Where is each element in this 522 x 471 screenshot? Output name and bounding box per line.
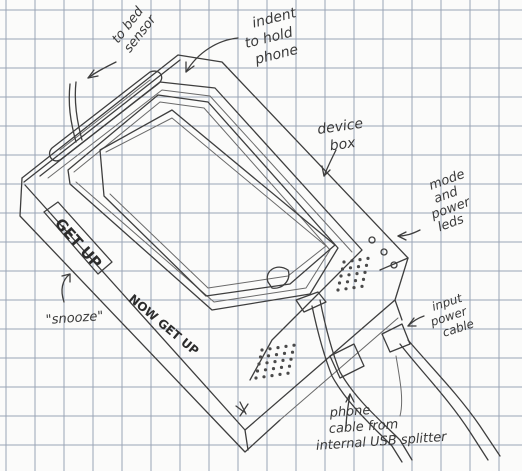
svg-text:phone cable from i: phone cable from internal USB splitter <box>313 398 448 454</box>
speaker-hole <box>346 280 349 283</box>
speaker-hole <box>341 267 344 270</box>
label-get-up: GET UP <box>51 215 105 273</box>
svg-text:input power cable: input power cable <box>423 290 476 343</box>
speaker-hole <box>264 368 267 371</box>
speaker-hole <box>350 259 353 262</box>
speaker-hole <box>281 359 284 362</box>
label-snooze: "snooze" <box>45 309 104 328</box>
cables <box>69 82 500 462</box>
speaker-hole <box>338 281 341 284</box>
speaker-hole <box>344 287 347 290</box>
speaker-hole <box>270 374 273 377</box>
speaker-hole <box>288 365 291 368</box>
speaker-hole <box>292 344 295 347</box>
speaker-hole <box>275 353 278 356</box>
phone-indent <box>68 95 338 312</box>
speaker-hole <box>365 264 368 267</box>
svg-text:to bed sensor: to bed sensor <box>109 1 161 56</box>
speaker-hole <box>347 273 350 276</box>
speaker-hole <box>352 286 355 289</box>
speaker-hole <box>276 346 279 349</box>
speaker-hole <box>257 362 260 365</box>
speaker-hole <box>265 361 268 364</box>
speaker-hole <box>354 279 357 282</box>
speaker-hole <box>273 360 276 363</box>
speaker-hole <box>272 367 275 370</box>
svg-text:mode and power: mode and power leds <box>419 165 485 236</box>
speaker-hole <box>362 278 365 281</box>
speaker-hole <box>286 372 289 375</box>
label-device-1: device <box>316 116 364 138</box>
speaker-hole <box>284 345 287 348</box>
svg-text:indent to hold pho: indent to hold phone <box>239 4 311 69</box>
speaker-hole <box>283 352 286 355</box>
speaker-hole <box>254 376 257 379</box>
speaker-hole <box>339 274 342 277</box>
speaker-hole <box>260 348 263 351</box>
speaker-hole <box>267 354 270 357</box>
speaker-hole <box>363 271 366 274</box>
speaker-grille-right <box>336 257 369 292</box>
speaker-hole <box>336 288 339 291</box>
speaker-hole <box>259 355 262 358</box>
speaker-hole <box>360 285 363 288</box>
speaker-hole <box>342 260 345 263</box>
speaker-hole <box>278 373 281 376</box>
speaker-hole <box>268 347 271 350</box>
speaker-hole <box>291 351 294 354</box>
label-device-2: box <box>329 135 357 155</box>
speaker-hole <box>289 358 292 361</box>
label-phone-cable-1: phone <box>328 403 371 421</box>
label-indent-1: indent <box>251 5 299 31</box>
speaker-hole <box>256 369 259 372</box>
speaker-hole <box>355 272 358 275</box>
speaker-hole <box>357 265 360 268</box>
speaker-hole <box>358 258 361 261</box>
label-now-get-up: NOW GET UP <box>126 292 202 359</box>
speaker-hole <box>280 366 283 369</box>
speaker-hole <box>262 375 265 378</box>
speaker-hole <box>349 266 352 269</box>
speaker-hole <box>366 257 369 260</box>
